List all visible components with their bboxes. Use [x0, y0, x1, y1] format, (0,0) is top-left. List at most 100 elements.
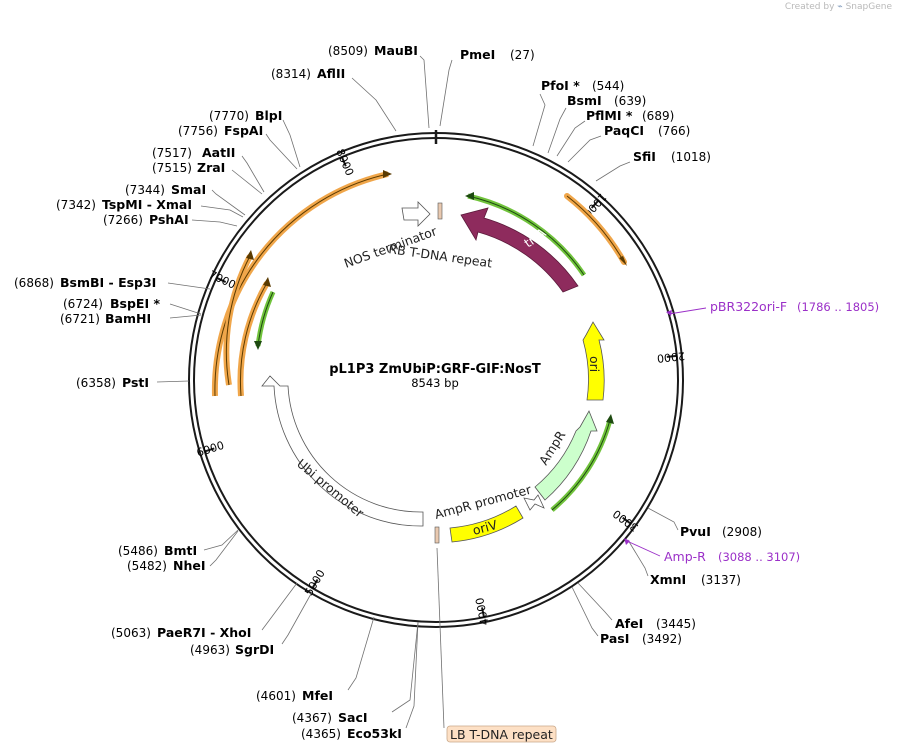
tick-label-8000: 8000 [333, 147, 356, 178]
green-arc-top-core [467, 195, 585, 276]
site-AflII: (8314) AflII [271, 66, 397, 132]
site-name-BamHI: BamHI [105, 311, 151, 326]
site-pos-MfeI: (4601) [256, 689, 296, 703]
site-AfeI: AfeI (3445) [577, 582, 696, 631]
orange-arc-right-core [566, 195, 625, 263]
site-AatII: (7517) AatII [152, 145, 265, 193]
site-pos-PaeR7I: (5063) [111, 626, 151, 640]
site-pos-PmeI: (27) [510, 48, 535, 62]
snapgene-branding: Created by ⌁ SnapGene [785, 2, 892, 12]
RB-T-DNA-repeat-label: RB T-DNA repeat [388, 241, 494, 270]
site-BlpI: (7770) BlpI [209, 108, 301, 168]
tick-label-4000: 4000 [473, 596, 491, 626]
green-arrowhead-top [465, 192, 474, 200]
site-name-AatII: AatII [202, 145, 235, 160]
site-pos-ZraI: (7515) [152, 161, 192, 175]
site-pos-BamHI: (6721) [60, 312, 100, 326]
orange-arrowhead-right [619, 256, 627, 266]
site-pos-BsmBI: (6868) [14, 276, 54, 290]
site-pos-PasI: (3492) [642, 632, 682, 646]
Ubi-promoter-label: Ubi promoter [294, 456, 368, 521]
site-pos-BsmI: (639) [614, 94, 646, 108]
primer-Amp-R-leader [626, 540, 661, 557]
site-BamHI: (6721) BamHI [60, 311, 202, 326]
orange-arrowhead-left-outer [383, 170, 392, 178]
site-name-BsmBI-Esp3I: BsmBI - Esp3I [60, 275, 156, 290]
site-name-SfiI: SfiI [633, 149, 656, 164]
tick-label-6000: 6000 [195, 439, 226, 460]
tick-2000: 2000 [656, 349, 685, 365]
site-NheI: (5482) NheI [127, 530, 239, 573]
site-SfiI: SfiI (1018) [595, 149, 711, 182]
LB-T-DNA-repeat-label-box [446, 725, 557, 743]
site-pos-AflII: (8314) [271, 67, 311, 81]
green-arc-right-core [551, 419, 611, 511]
LB-T-DNA-repeat-feature [434, 526, 440, 544]
site-pos-Eco53kI: (4365) [301, 727, 341, 741]
site-name-SgrDI: SgrDI [235, 642, 274, 657]
site-XhoI: (5063) PaeR7I - XhoI [111, 582, 298, 640]
site-PaqCI: PaqCI (766) [567, 123, 690, 163]
LB-T-DNA-repeat-callout: LB T-DNA repeat [436, 547, 557, 743]
site-name-PvuI: PvuI [680, 524, 711, 539]
site-name-AflII: AflII [317, 66, 345, 81]
site-pos-BmtI: (5486) [118, 544, 158, 558]
site-name-NheI: NheI [173, 558, 206, 573]
site-XmaI: (7342) TspMI - XmaI [56, 197, 244, 218]
oriV-feature [449, 505, 524, 543]
site-MauBI: (8509) MauBI [328, 43, 430, 129]
site-pos-XmnI: (3137) [701, 573, 741, 587]
site-pos-BlpI: (7770) [209, 109, 249, 123]
site-pos-SmaI: (7344) [125, 183, 165, 197]
trfA-feature [460, 207, 579, 293]
site-name-SacI: SacI [338, 710, 368, 725]
site-BspEI: (6724) BspEI * [63, 296, 202, 315]
plasmid-name: pL1P3 ZmUbiP:GRF-GIF:NosT [329, 362, 541, 377]
site-Eco53kI: (4365) Eco53kI [301, 621, 419, 741]
site-BmtI: (5486) BmtI [118, 529, 239, 558]
site-Esp3I: (6868) BsmBI - Esp3I [14, 275, 211, 290]
oriV-label: oriV [471, 517, 499, 538]
site-name-ZraI: ZraI [197, 160, 225, 175]
orange-arc-left-inner-core [239, 282, 268, 397]
site-PstI: (6358) PstI [76, 375, 190, 390]
site-PflMI: PflMI * (689) [556, 108, 674, 157]
site-name-SmaI: SmaI [171, 182, 206, 197]
site-name-MfeI: MfeI [302, 688, 333, 703]
orange-arc-left-mid-core [225, 255, 251, 386]
site-SmaI: (7344) SmaI [125, 182, 246, 216]
site-SgrDI: (4963) SgrDI [190, 591, 313, 657]
primer-pBR322ori-F-arrow-icon [666, 310, 672, 316]
ori-label: ori [587, 356, 602, 372]
site-name-PfoI: PfoI * [541, 78, 580, 93]
site-name-BsmI: BsmI [567, 93, 602, 108]
site-SacI: (4367) SacI [292, 621, 419, 725]
site-pos-MauBI: (8509) [328, 44, 368, 58]
site-name-AfeI: AfeI [615, 616, 643, 631]
site-name-PstI: PstI [122, 375, 149, 390]
site-PshAI: (7266) PshAI [103, 212, 238, 227]
site-name-TspMI-XmaI: TspMI - XmaI [102, 197, 192, 212]
site-pos-BspEI: (6724) [63, 297, 103, 311]
site-name-Eco53kI: Eco53kI [347, 726, 402, 741]
ori-feature [582, 321, 605, 401]
site-PfoI: PfoI * (544) [532, 78, 624, 147]
primer-Amp-R: Amp-R (3088 .. 3107) [624, 538, 800, 564]
orange-arrowhead-left-mid [246, 250, 254, 260]
primer-Amp-R-name: Amp-R [664, 549, 706, 564]
site-PvuI: PvuI (2908) [647, 507, 762, 539]
site-name-PmeI: PmeI [460, 47, 495, 62]
site-name-MauBI: MauBI [374, 43, 418, 58]
snapgene-logo-icon: ⌁ [837, 2, 843, 12]
site-BsmI: BsmI (639) [547, 93, 646, 154]
orange-arrowhead-left-inner [263, 277, 271, 287]
Ubi-promoter-feature [261, 375, 424, 527]
green-arrowhead-right [606, 414, 614, 424]
tick-label-2000: 2000 [656, 349, 685, 365]
primer-pBR322ori-F-name: pBR322ori-F [710, 299, 787, 314]
site-PmeI: PmeI (27) [439, 47, 535, 127]
AmpR-promoter-feature [523, 494, 545, 511]
site-PasI: PasI (3492) [571, 586, 682, 646]
snapgene-name: SnapGene [845, 2, 892, 12]
tick-1000: 1000 [580, 191, 608, 220]
